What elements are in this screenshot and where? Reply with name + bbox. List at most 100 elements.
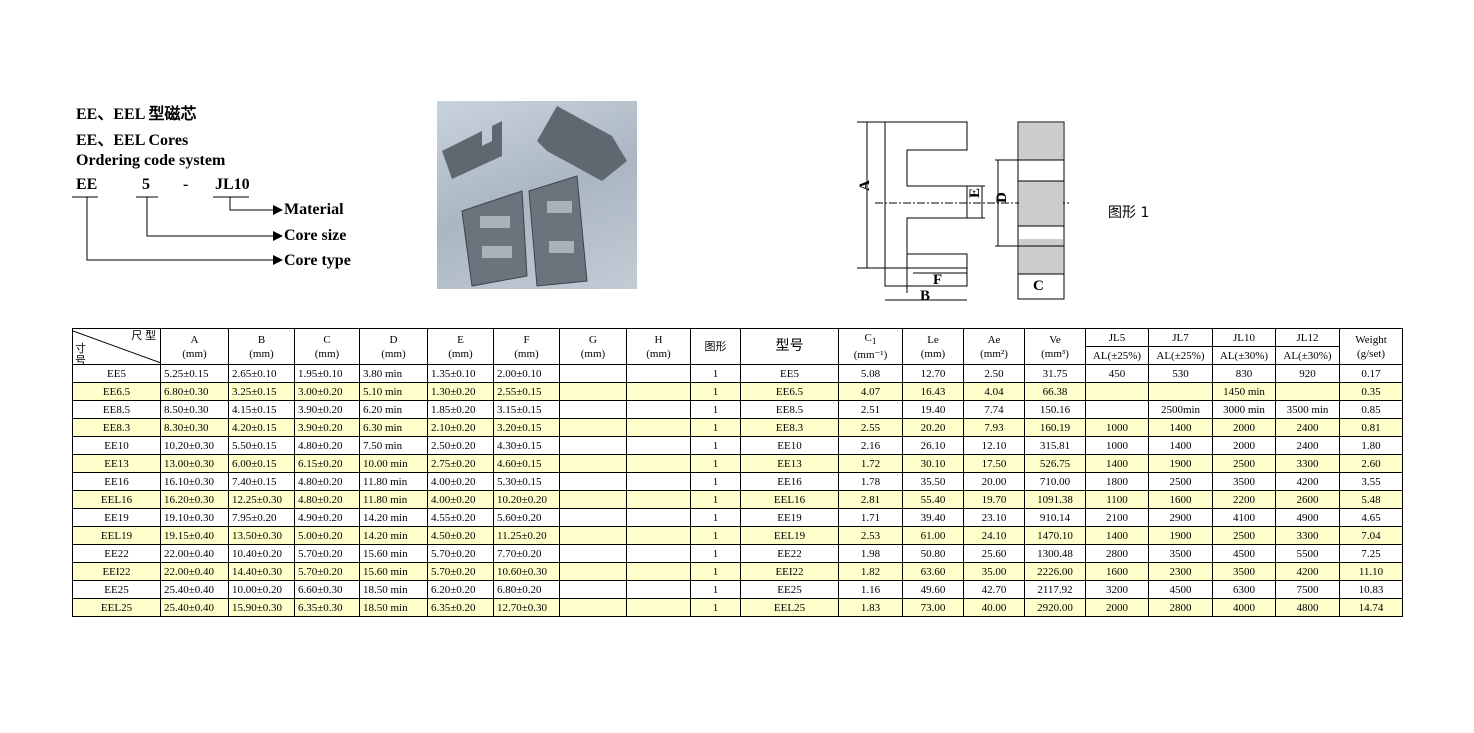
- table-cell: 4.00±0.20: [427, 490, 494, 509]
- ordering-code-heading: Ordering code system: [76, 152, 226, 169]
- table-cell: [559, 598, 627, 617]
- core-dimension-drawing: A F B E D C: [857, 121, 1070, 304]
- table-cell: 830: [1212, 364, 1276, 383]
- table-cell: 2.65±0.10: [228, 364, 295, 383]
- table-cell: 710.00: [1024, 472, 1086, 491]
- title-english: EE、EEL Cores: [76, 132, 189, 149]
- table-cell: EE19: [72, 508, 161, 527]
- table-cell: 15.90±0.30: [228, 598, 295, 617]
- table-cell: 15.60 min: [359, 562, 428, 581]
- table-cell: 7.25: [1339, 544, 1403, 563]
- table-cell: 7.74: [963, 400, 1025, 419]
- table-cell: 3.15±0.15: [493, 400, 560, 419]
- table-cell: 1400: [1085, 526, 1149, 545]
- table-cell: 12.10: [963, 436, 1025, 455]
- table-cell: 7.50 min: [359, 436, 428, 455]
- table-cell: EEL25: [740, 598, 839, 617]
- table-cell: 49.60: [902, 580, 964, 599]
- table-cell: 22.00±0.40: [160, 562, 229, 581]
- table-cell: 73.00: [902, 598, 964, 617]
- table-cell: 2000: [1212, 418, 1276, 437]
- table-cell: EE25: [740, 580, 839, 599]
- table-cell: 3500: [1212, 562, 1276, 581]
- table-cell: 10.00±0.20: [228, 580, 295, 599]
- table-cell: 1000: [1085, 418, 1149, 437]
- table-cell: [559, 418, 627, 437]
- table-cell: [559, 454, 627, 473]
- table-cell: 2400: [1275, 436, 1340, 455]
- table-cell: 2.50: [963, 364, 1025, 383]
- table-cell: 6300: [1212, 580, 1276, 599]
- table-cell: 2.60: [1339, 454, 1403, 473]
- table-cell: 19.70: [963, 490, 1025, 509]
- table-cell: 4.55±0.20: [427, 508, 494, 527]
- table-corner-header: 尺 型寸 号: [72, 328, 161, 365]
- header-unit: (mm²): [980, 347, 1008, 360]
- table-cell: EEI22: [740, 562, 839, 581]
- table-cell: 24.10: [963, 526, 1025, 545]
- table-cell: 0.35: [1339, 382, 1403, 401]
- table-cell: 10.20±0.30: [160, 436, 229, 455]
- table-cell: 11.10: [1339, 562, 1403, 581]
- table-cell: 160.19: [1024, 418, 1086, 437]
- table-cell: EE22: [72, 544, 161, 563]
- table-cell: 10.00 min: [359, 454, 428, 473]
- table-cell: 19.10±0.30: [160, 508, 229, 527]
- table-cell: 5500: [1275, 544, 1340, 563]
- table-cell: [626, 472, 691, 491]
- table-cell: 6.20±0.20: [427, 580, 494, 599]
- header-unit: (mm): [580, 347, 606, 360]
- column-header-图形: 图形: [690, 328, 741, 365]
- table-cell: 0.85: [1339, 400, 1403, 419]
- table-cell: 1: [690, 508, 741, 527]
- header-label: C: [323, 333, 331, 346]
- table-cell: 526.75: [1024, 454, 1086, 473]
- table-cell: 3500: [1148, 544, 1213, 563]
- label-a: A: [857, 180, 873, 191]
- table-cell: EE13: [740, 454, 839, 473]
- table-cell: [559, 472, 627, 491]
- core-product-photo: [437, 101, 637, 289]
- table-cell: 7.95±0.20: [228, 508, 295, 527]
- header-unit: (mm): [249, 347, 274, 360]
- table-cell: EE13: [72, 454, 161, 473]
- column-header-b: B(mm): [228, 328, 295, 365]
- table-cell: 5.25±0.15: [160, 364, 229, 383]
- table-cell: 2900: [1148, 508, 1213, 527]
- table-cell: EE8.5: [72, 400, 161, 419]
- table-cell: 4.07: [838, 382, 903, 401]
- table-cell: 3.90±0.20: [294, 418, 360, 437]
- table-cell: 18.50 min: [359, 580, 428, 599]
- table-cell: 11.25±0.20: [493, 526, 560, 545]
- header-label: Weight: [1355, 333, 1387, 346]
- table-cell: 18.50 min: [359, 598, 428, 617]
- table-cell: [559, 364, 627, 383]
- header-unit: (mm): [182, 347, 207, 360]
- table-cell: 1.35±0.10: [427, 364, 494, 383]
- header-unit: (mm): [514, 347, 539, 360]
- table-cell: 4200: [1275, 562, 1340, 581]
- table-cell: 1800: [1085, 472, 1149, 491]
- table-cell: 4000: [1212, 598, 1276, 617]
- table-cell: 6.15±0.20: [294, 454, 360, 473]
- table-cell: 6.30 min: [359, 418, 428, 437]
- column-header-c: C1(mm⁻¹): [838, 328, 903, 365]
- table-cell: 7.70±0.20: [493, 544, 560, 563]
- table-cell: 150.16: [1024, 400, 1086, 419]
- table-cell: [559, 382, 627, 401]
- table-cell: 1.16: [838, 580, 903, 599]
- table-cell: 4.04: [963, 382, 1025, 401]
- table-cell: 66.38: [1024, 382, 1086, 401]
- table-cell: 2.51: [838, 400, 903, 419]
- table-cell: 2500: [1148, 472, 1213, 491]
- table-cell: 12.25±0.30: [228, 490, 295, 509]
- corner-top: 尺 型: [131, 330, 156, 342]
- table-cell: 315.81: [1024, 436, 1086, 455]
- table-cell: 40.00: [963, 598, 1025, 617]
